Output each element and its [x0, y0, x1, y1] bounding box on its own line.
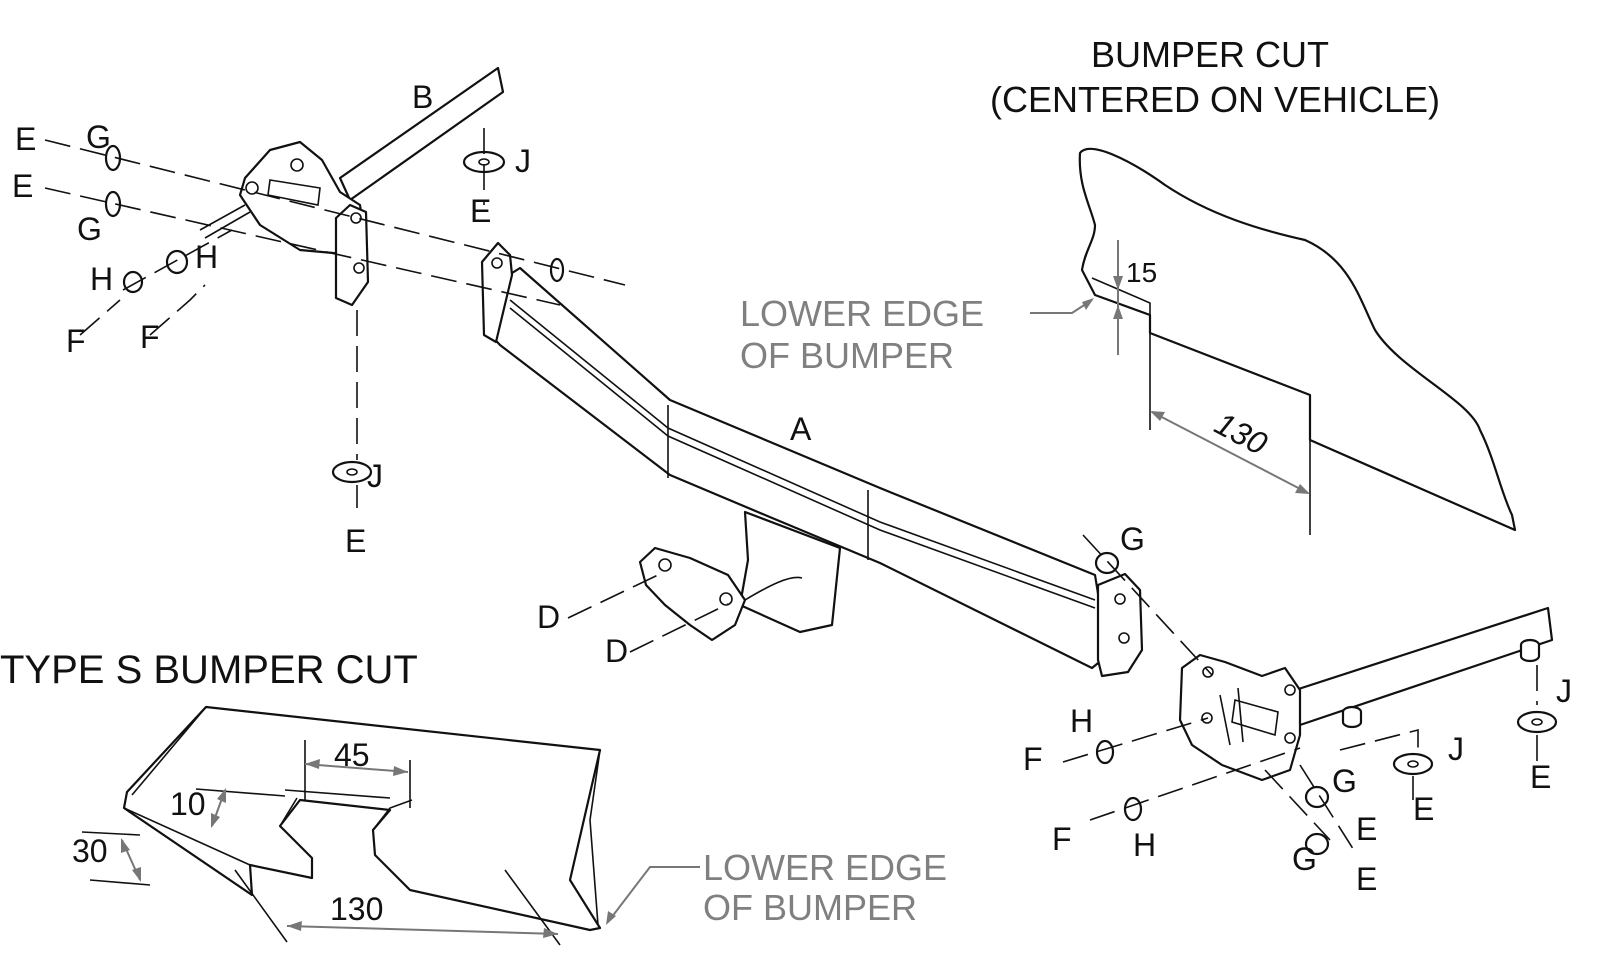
washer-h-1 [165, 249, 189, 275]
label-e-4: E [345, 523, 366, 559]
label-d-2: D [605, 633, 628, 669]
bumper-cut-title: BUMPER CUT [1091, 34, 1329, 75]
type-s-bumper-outline [122, 705, 602, 932]
main-cross-bar-a [480, 241, 1144, 678]
left-side-bracket-assembly [199, 66, 505, 307]
cross-bar-left-flange [480, 241, 514, 344]
part-labels: B E G E G H H F F J E J E A D D G H F F … [12, 79, 1572, 897]
label-g-3: G [1120, 521, 1145, 557]
type-s-dim-45: 45 [334, 737, 370, 773]
label-h-1: H [195, 239, 218, 275]
right-side-rail [1278, 606, 1554, 727]
label-g-5: G [1292, 841, 1317, 877]
label-j-3: J [1448, 731, 1464, 767]
label-f-3: F [1023, 741, 1043, 777]
left-vertical-flange [334, 203, 370, 307]
type-s-dim-10: 10 [170, 786, 206, 822]
cross-bar-right-flange [1096, 572, 1144, 678]
type-s-lower-edge-label-2: OF BUMPER [703, 887, 917, 928]
type-s-dim-130: 130 [330, 891, 383, 927]
label-h-3: H [1070, 703, 1093, 739]
label-f-4: F [1052, 821, 1072, 857]
bumper-dim-130: 130 [1209, 405, 1273, 462]
bumper-lower-edge-label-1: LOWER EDGE [740, 293, 984, 334]
receiver-neck [738, 510, 842, 634]
label-b: B [412, 79, 433, 115]
type-s-dim-30: 30 [72, 833, 108, 869]
label-d-1: D [537, 599, 560, 635]
washer-j-2 [331, 460, 373, 484]
label-h-4: H [1133, 827, 1156, 863]
washer-g-2 [104, 190, 122, 218]
assembly-centerlines [44, 128, 1538, 856]
label-h-2: H [90, 261, 113, 297]
bumper-cut-detail: BUMPER CUT (CENTERED ON VEHICLE) 15 130 … [740, 34, 1517, 535]
type-s-lower-edge-label-1: LOWER EDGE [703, 847, 947, 888]
bumper-cut-subtitle: (CENTERED ON VEHICLE) [990, 79, 1440, 120]
washer-h-3 [1095, 739, 1115, 765]
label-e-6: E [1356, 861, 1377, 897]
label-e-7: E [1413, 791, 1434, 827]
label-e-2: E [12, 168, 33, 204]
bumper-lower-edge-label-2: OF BUMPER [740, 335, 954, 376]
label-a: A [790, 411, 812, 447]
label-f-2: F [140, 319, 160, 355]
label-e-1: E [15, 121, 36, 157]
washer-g-3 [549, 257, 565, 283]
cross-bar-body [483, 266, 1110, 670]
label-g-2: G [77, 211, 102, 247]
washers [104, 144, 1558, 856]
bumper-dim-15: 15 [1126, 257, 1157, 288]
label-e-3: E [470, 193, 491, 229]
right-side-bracket-assembly [1178, 606, 1554, 782]
washer-j-3 [1392, 752, 1434, 776]
label-e-8: E [1530, 759, 1551, 795]
bumper-outline [1078, 147, 1517, 532]
label-g-1: G [86, 119, 111, 155]
washer-h-4 [1123, 796, 1143, 822]
label-j-4: J [1556, 673, 1572, 709]
washer-h-2 [122, 270, 144, 294]
type-s-bumper-cut-detail: TYPE S BUMPER CUT 45 10 30 130 [0, 648, 947, 946]
label-f-1: F [66, 323, 86, 359]
label-g-4: G [1332, 763, 1357, 799]
type-s-title: TYPE S BUMPER CUT [0, 648, 418, 692]
label-e-5: E [1356, 811, 1377, 847]
label-j-2: J [367, 458, 383, 494]
washer-j-4 [1516, 710, 1558, 734]
label-j-1: J [515, 143, 531, 179]
washer-g-6 [1304, 832, 1330, 856]
